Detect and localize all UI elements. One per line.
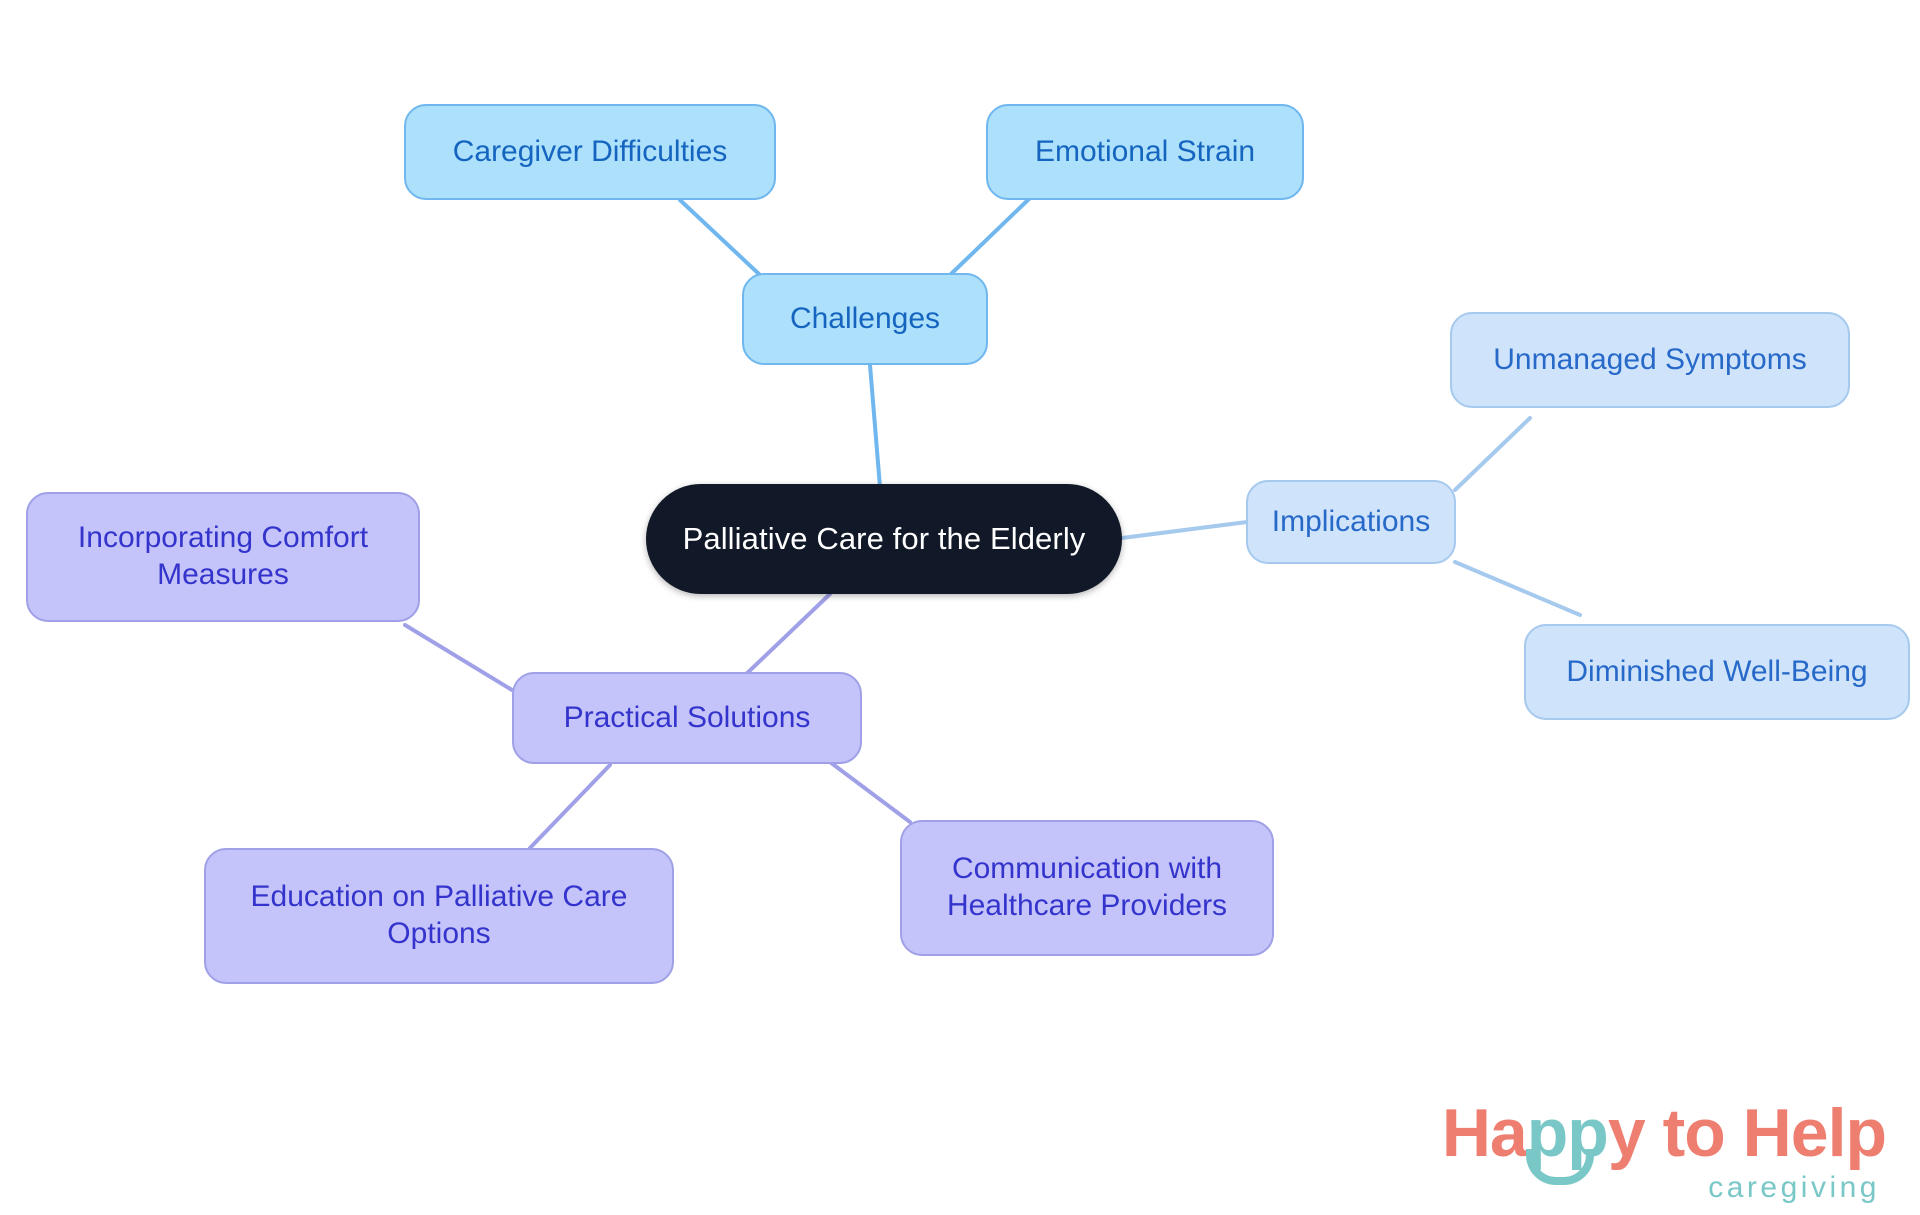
node-implications[interactable]: Implications [1246,480,1456,564]
node-communication-healthcare-providers[interactable]: Communication with Healthcare Providers [900,820,1274,956]
edge-challenges-caregiver-difficulties [678,198,762,277]
node-emotional-strain[interactable]: Emotional Strain [986,104,1304,200]
brand-logo: Happy to Help caregiving [1442,1099,1887,1204]
edge-root-practical-solutions [738,592,832,682]
node-incorporating-comfort-measures[interactable]: Incorporating Comfort Measures [26,492,420,622]
edge-implications-unmanaged-symptoms [1453,416,1532,492]
logo-wordmark: Happy to Help [1442,1099,1887,1185]
node-caregiver-difficulties[interactable]: Caregiver Difficulties [404,104,776,200]
node-practical-solutions[interactable]: Practical Solutions [512,672,862,764]
edge-challenges-emotional-strain [948,196,1032,277]
logo-text-ha: Ha [1441,1095,1528,1171]
edge-practical-solutions-education [528,763,612,850]
edge-implications-diminished-wellbeing [1453,560,1582,617]
logo-subtitle: caregiving [1708,1171,1880,1204]
smile-icon [1525,1149,1594,1185]
logo-text-y: y [1607,1095,1646,1171]
node-education-palliative-care-options[interactable]: Education on Palliative Care Options [204,848,674,984]
edge-practical-solutions-comfort-measures [403,623,514,692]
edge-practical-solutions-communication [828,760,912,824]
edge-root-challenges [868,363,882,489]
node-unmanaged-symptoms[interactable]: Unmanaged Symptoms [1450,312,1850,408]
logo-text-to-help: to Help [1644,1095,1887,1171]
node-challenges[interactable]: Challenges [742,273,988,365]
node-root[interactable]: Palliative Care for the Elderly [646,484,1122,594]
edge-root-implications [1120,520,1249,540]
node-diminished-wellbeing[interactable]: Diminished Well-Being [1524,624,1910,720]
